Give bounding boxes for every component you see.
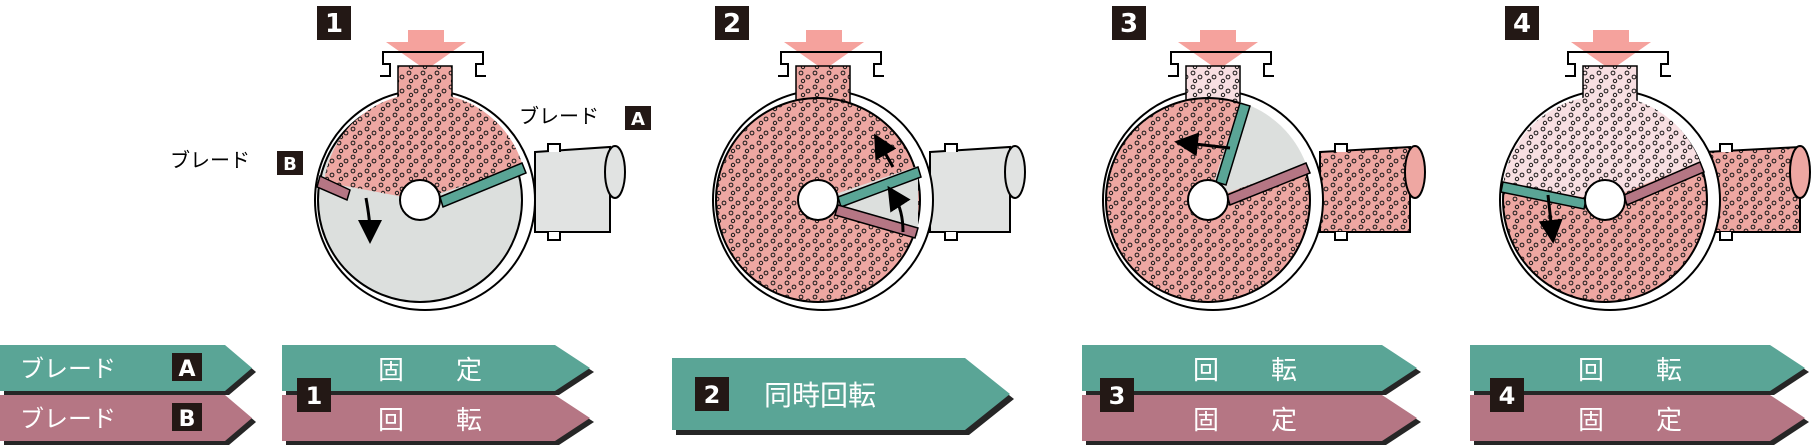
stage-3-number: 3 (1120, 9, 1138, 39)
stage-3: 3 (1102, 6, 1426, 311)
fluid-region (324, 92, 523, 200)
svg-text:同時回転: 同時回転 (764, 379, 876, 412)
outlet-pipe (534, 145, 611, 233)
stage-4: 4 (1499, 6, 1811, 311)
bar-1-bottom (282, 395, 590, 441)
bar-3-top (1082, 345, 1417, 391)
bar-4-bottom (1470, 395, 1805, 441)
bar-4-top (1470, 345, 1805, 391)
inflow-arrow (386, 30, 466, 70)
svg-text:B: B (179, 407, 196, 432)
svg-text:ブレード: ブレード (20, 355, 116, 383)
blade-a (439, 162, 527, 209)
stage-1: 1 ブレード A ブレード B (170, 6, 651, 311)
svg-text:回 転: 回 転 (378, 406, 482, 436)
svg-text:回 転: 回 転 (1578, 356, 1682, 386)
bar-2 (672, 358, 1010, 430)
label-blade-b: ブレード (170, 148, 250, 172)
svg-text:4: 4 (1499, 382, 1516, 410)
svg-text:固 定: 固 定 (1193, 406, 1297, 436)
stage-1-badge (317, 6, 351, 40)
stage-2-number: 2 (723, 9, 741, 39)
timeline: ブレード A ブレード B 固 定 回 転 1 2 同時回転 回 転 固 定 3 (0, 345, 1809, 445)
svg-text:3: 3 (1109, 382, 1126, 410)
svg-text:1: 1 (306, 382, 323, 410)
bar-3-bottom (1082, 395, 1417, 441)
svg-text:固 定: 固 定 (1578, 406, 1682, 436)
svg-text:2: 2 (704, 381, 721, 409)
svg-text:B: B (283, 154, 297, 175)
svg-text:回 転: 回 転 (1193, 356, 1297, 386)
blade-b (316, 174, 351, 202)
stage-2: 2 (712, 6, 1026, 311)
svg-text:A: A (631, 109, 645, 130)
svg-text:A: A (178, 357, 195, 382)
stage-1-number: 1 (325, 9, 343, 39)
stage-4-number: 4 (1513, 9, 1531, 39)
svg-text:固 定: 固 定 (378, 356, 482, 386)
svg-text:ブレード: ブレード (20, 405, 116, 433)
label-blade-a: ブレード (519, 104, 599, 128)
bar-1-top (282, 345, 590, 391)
